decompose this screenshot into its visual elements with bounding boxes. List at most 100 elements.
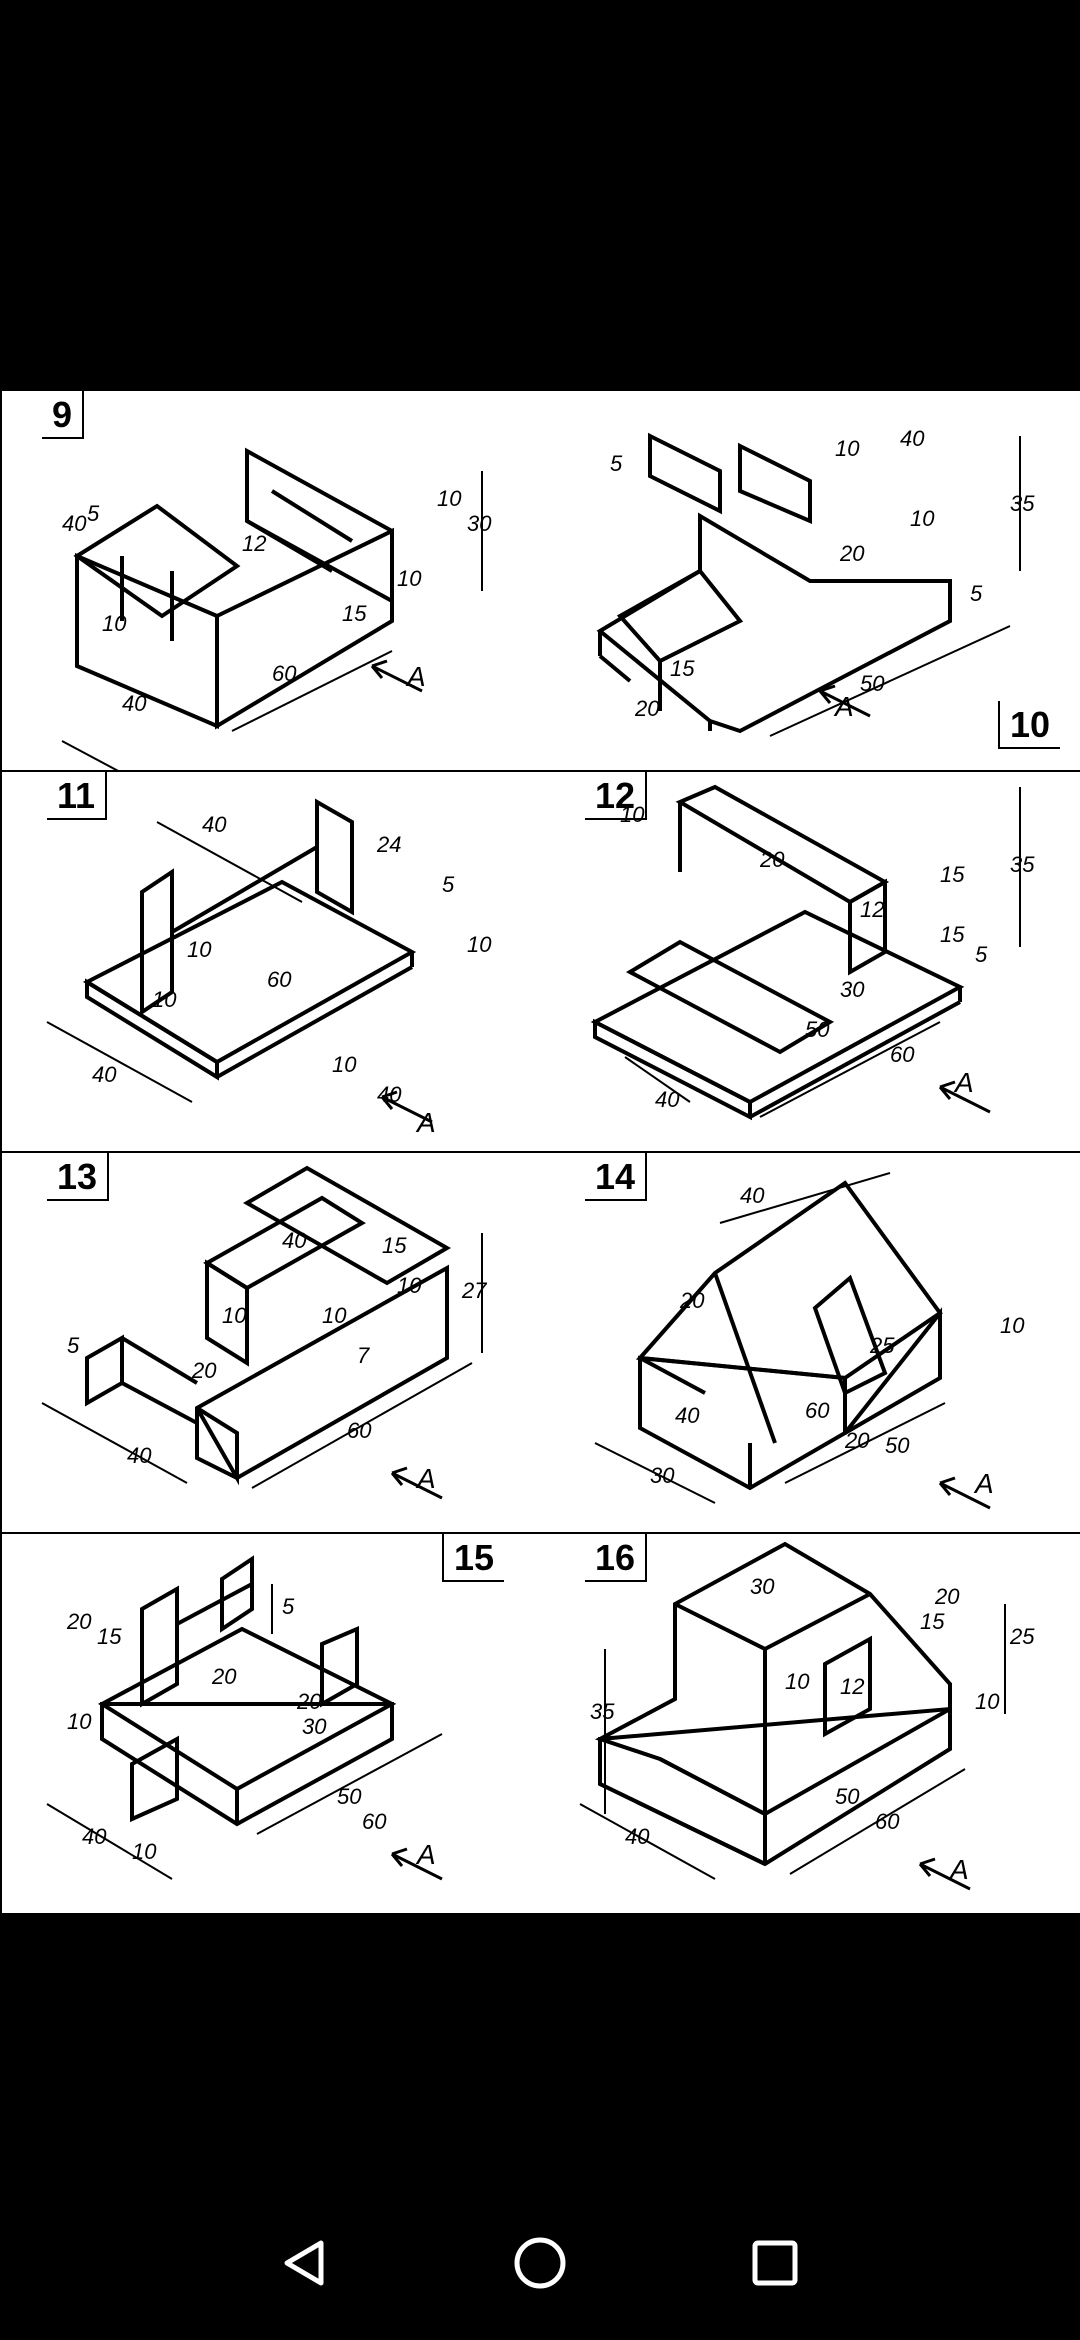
svg-text:10: 10: [332, 1052, 357, 1077]
drawing-number: 10: [997, 701, 1060, 749]
svg-text:50: 50: [860, 671, 885, 696]
svg-text:35: 35: [1010, 852, 1035, 877]
svg-text:20: 20: [191, 1358, 217, 1383]
svg-text:60: 60: [875, 1809, 900, 1834]
svg-text:40: 40: [62, 511, 87, 536]
svg-text:5: 5: [67, 1333, 80, 1358]
svg-text:40: 40: [82, 1824, 107, 1849]
svg-text:20: 20: [934, 1584, 960, 1609]
svg-text:60: 60: [805, 1398, 830, 1423]
svg-text:40: 40: [127, 1443, 152, 1468]
drawing-cell-10: 10 5 40 10 10 35 20 5 15 20 50: [540, 391, 1080, 772]
isometric-drawing-11: 40 24 5 10 10 60 10 10 40 40 A: [46, 798, 492, 1138]
drawing-cell-13: 13 40 15 10 27 10 5 20 7 10: [0, 1153, 542, 1534]
recents-icon: [752, 2240, 798, 2285]
back-icon: [284, 2240, 324, 2285]
svg-text:10: 10: [322, 1303, 347, 1328]
recents-button[interactable]: [745, 2233, 805, 2293]
drawing-cell-16: 16 30 20 15 35 10 12 25 10: [540, 1534, 1080, 1915]
svg-text:60: 60: [267, 967, 292, 992]
isometric-drawing-10: 5 40 10 10 35 20 5 15 20 50 A: [596, 426, 1035, 737]
svg-text:50: 50: [835, 1784, 860, 1809]
svg-text:5: 5: [970, 581, 983, 606]
svg-text:10: 10: [152, 987, 177, 1012]
svg-text:A: A: [415, 1839, 436, 1870]
home-button[interactable]: [510, 2233, 570, 2293]
svg-text:40: 40: [675, 1403, 700, 1428]
home-icon: [514, 2237, 566, 2288]
drawing-cell-11: 11 40 24 5 10 10 60 10 10 40 40: [0, 772, 542, 1153]
svg-text:60: 60: [272, 661, 297, 686]
svg-text:10: 10: [835, 436, 860, 461]
svg-text:15: 15: [382, 1233, 407, 1258]
svg-text:15: 15: [342, 601, 367, 626]
isometric-drawing-13: 40 15 10 27 10 5 20 7 10 60 40 A: [41, 1165, 487, 1500]
navigation-bar: [0, 2185, 1080, 2340]
drawing-number: 13: [47, 1153, 110, 1201]
svg-text:40: 40: [900, 426, 925, 451]
svg-text:10: 10: [102, 611, 127, 636]
svg-text:10: 10: [67, 1709, 92, 1734]
isometric-drawing-15: 5 20 15 20 10 20 30 50 60 40 10 A: [46, 1555, 443, 1881]
svg-text:24: 24: [376, 832, 401, 857]
svg-text:20: 20: [634, 696, 660, 721]
svg-text:20: 20: [839, 541, 865, 566]
svg-text:10: 10: [397, 1273, 422, 1298]
svg-text:10: 10: [975, 1689, 1000, 1714]
svg-text:40: 40: [92, 1062, 117, 1087]
svg-text:30: 30: [650, 1463, 675, 1488]
svg-text:20: 20: [66, 1609, 92, 1634]
svg-text:35: 35: [1010, 491, 1035, 516]
isometric-drawing-14: 40 20 25 10 40 60 20 50 30 A: [594, 1172, 1025, 1510]
svg-text:12: 12: [860, 897, 884, 922]
drawing-number: 16: [585, 1534, 648, 1582]
svg-text:60: 60: [347, 1418, 372, 1443]
svg-text:30: 30: [302, 1714, 327, 1739]
svg-text:10: 10: [397, 566, 422, 591]
drawing-cell-15: 15 5 20 15 20 10 20 30 50 60: [0, 1534, 542, 1915]
svg-text:15: 15: [940, 862, 965, 887]
svg-text:12: 12: [242, 531, 266, 556]
svg-text:10: 10: [437, 486, 462, 511]
svg-text:30: 30: [467, 511, 492, 536]
drawing-number: 14: [585, 1153, 648, 1201]
svg-text:40: 40: [282, 1228, 307, 1253]
svg-text:10: 10: [222, 1303, 247, 1328]
back-button[interactable]: [275, 2233, 335, 2293]
isometric-drawing-16: 30 20 15 35 10 12 25 10 50 60 40 A: [579, 1541, 1035, 1891]
svg-text:60: 60: [890, 1042, 915, 1067]
svg-text:10: 10: [132, 1839, 157, 1864]
drawing-number: 12: [585, 772, 648, 820]
svg-text:12: 12: [840, 1674, 864, 1699]
svg-text:5: 5: [975, 942, 988, 967]
svg-text:25: 25: [869, 1333, 895, 1358]
svg-text:A: A: [973, 1468, 994, 1499]
svg-text:15: 15: [940, 922, 965, 947]
drawing-number: 11: [47, 772, 108, 820]
svg-text:20: 20: [844, 1428, 870, 1453]
svg-text:A: A: [953, 1067, 974, 1098]
svg-text:40: 40: [625, 1824, 650, 1849]
svg-text:10: 10: [910, 506, 935, 531]
drawing-cell-14: 14 40 20 25 10 40 60 20 50 30 A: [540, 1153, 1080, 1534]
svg-text:10: 10: [785, 1669, 810, 1694]
drawing-sheet: 9 40 5 10 12 60 40 30 10 15: [0, 391, 1080, 1915]
drawing-cell-12: 12 10 20 15 35 12 15 5 30 50: [540, 772, 1080, 1153]
svg-text:27: 27: [461, 1278, 487, 1303]
svg-text:15: 15: [670, 656, 695, 681]
svg-text:5: 5: [87, 501, 100, 526]
svg-text:25: 25: [1009, 1624, 1035, 1649]
svg-text:50: 50: [337, 1784, 362, 1809]
svg-text:7: 7: [357, 1343, 370, 1368]
drawing-cell-9: 9 40 5 10 12 60 40 30 10 15: [0, 391, 542, 772]
drawing-number: 9: [42, 391, 85, 439]
svg-text:A: A: [415, 1107, 436, 1138]
svg-text:20: 20: [211, 1664, 237, 1689]
svg-text:15: 15: [920, 1609, 945, 1634]
svg-text:60: 60: [362, 1809, 387, 1834]
svg-text:20: 20: [679, 1288, 705, 1313]
svg-text:5: 5: [282, 1594, 295, 1619]
svg-text:40: 40: [122, 691, 147, 716]
svg-text:40: 40: [655, 1087, 680, 1112]
svg-text:40: 40: [377, 1082, 402, 1107]
